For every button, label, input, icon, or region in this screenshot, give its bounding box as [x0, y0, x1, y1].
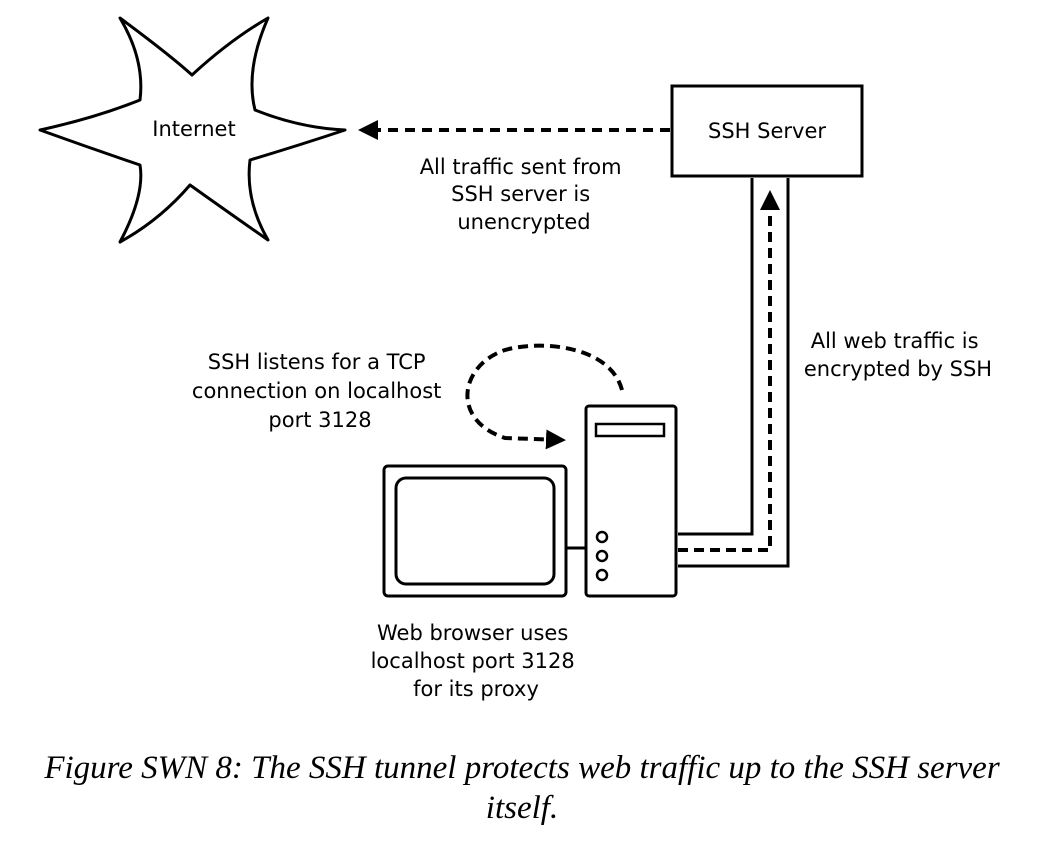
encrypted-traffic-arrow	[678, 190, 780, 552]
internet-starburst-shape	[38, 16, 347, 244]
listens-note-line: SSH listens for a TCP	[208, 350, 426, 374]
internet-label: Internet	[152, 117, 235, 141]
browser-note-line: Web browser uses	[377, 621, 568, 645]
browser-note-line: for its proxy	[413, 677, 539, 701]
unencrypted-note-line: All traffic sent from	[420, 155, 622, 179]
ssh-server-node: SSH Server	[670, 84, 864, 178]
tower-button-icon	[595, 568, 609, 582]
browser-note-line: localhost port 3128	[371, 649, 575, 673]
tower-button-icon	[595, 549, 609, 563]
encrypted-note-line: All web traffic is	[811, 329, 979, 353]
unencrypted-note-line: SSH server is	[451, 182, 590, 206]
internet-cloud: Internet	[38, 16, 347, 244]
unencrypted-note-line: unencrypted	[457, 210, 590, 234]
tunnel-inner-wall	[678, 178, 790, 568]
tunnel-outer-wall	[678, 178, 754, 536]
ssh-server-label: SSH Server	[708, 119, 826, 143]
tower-button-icon	[595, 530, 609, 544]
monitor	[382, 464, 586, 598]
listen-loop-arrow	[465, 343, 624, 450]
ssh-server-box	[670, 84, 864, 178]
figure-caption: Figure SWN 8: The SSH tunnel protects we…	[0, 748, 1044, 828]
tower-case	[584, 404, 678, 598]
encrypted-note-line: encrypted by SSH	[804, 357, 992, 381]
unencrypted-note: All traffic sent from SSH server is unen…	[420, 155, 629, 234]
listens-note: SSH listens for a TCP connection on loca…	[192, 350, 448, 432]
browser-note: Web browser uses localhost port 3128 for…	[371, 621, 582, 701]
tower-drive-slot	[594, 422, 666, 438]
listens-note-line: port 3128	[268, 408, 371, 432]
ssh-tunnel-diagram: Internet SSH Server All traffic sent fro…	[38, 16, 992, 701]
monitor-screen	[394, 476, 556, 586]
caption-line: itself.	[485, 790, 559, 826]
caption-line: Figure SWN 8: The SSH tunnel protects we…	[44, 750, 1000, 786]
computer-tower	[584, 404, 678, 598]
encrypted-note: All web traffic is encrypted by SSH	[804, 329, 992, 381]
listens-note-line: connection on localhost	[192, 379, 441, 403]
